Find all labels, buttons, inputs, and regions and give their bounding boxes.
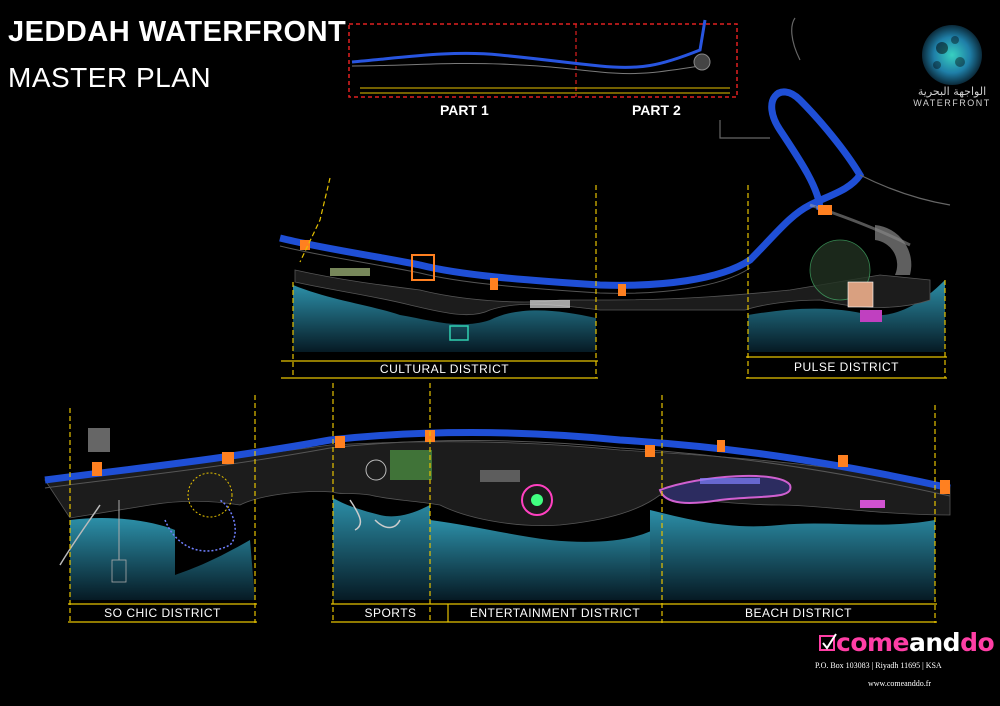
waterfront-logo-icon [922, 25, 982, 85]
so-chic-district-label: SO CHIC DISTRICT [104, 606, 221, 620]
key-map [348, 19, 738, 98]
entertainment-district-label: ENTERTAINMENT DISTRICT [469, 606, 641, 620]
map-title: JEDDAH WATERFRONT [8, 16, 347, 48]
sports-district-label: SPORTS [364, 606, 417, 620]
keymap-part2-label: PART 2 [632, 102, 681, 118]
keymap-part1-label: PART 1 [440, 102, 489, 118]
map-subtitle: MASTER PLAN [8, 62, 212, 93]
brand-name-do: do [960, 628, 995, 657]
keymap-frame [348, 23, 738, 98]
logo-english-text: WATERFRONT [913, 98, 991, 108]
brand-address: P.O. Box 103083 | Riyadh 11695 | KSA [815, 661, 942, 670]
pulse-district-label: PULSE DISTRICT [793, 360, 899, 374]
so-chic-sea [70, 518, 255, 600]
logo-arabic-text: الواجهة البحرية [917, 85, 987, 98]
brand-name: comeanddo [818, 628, 995, 657]
brand-name-and: and [909, 628, 961, 657]
brand-check-icon [819, 633, 837, 651]
road-top [279, 88, 865, 289]
beach-district-label: BEACH DISTRICT [744, 606, 852, 620]
keymap-road [351, 19, 707, 69]
cultural-district-sea [293, 285, 596, 352]
brand-name-come: come [836, 628, 910, 657]
cultural-district-label: CULTURAL DISTRICT [379, 362, 510, 376]
brand-website[interactable]: www.comeanddo.fr [868, 679, 932, 688]
sports-sea [333, 498, 430, 600]
road-bottom [44, 429, 951, 492]
entertainment-sea [430, 520, 662, 600]
beach-sea [650, 510, 935, 600]
pulse-district-sea [748, 280, 945, 352]
